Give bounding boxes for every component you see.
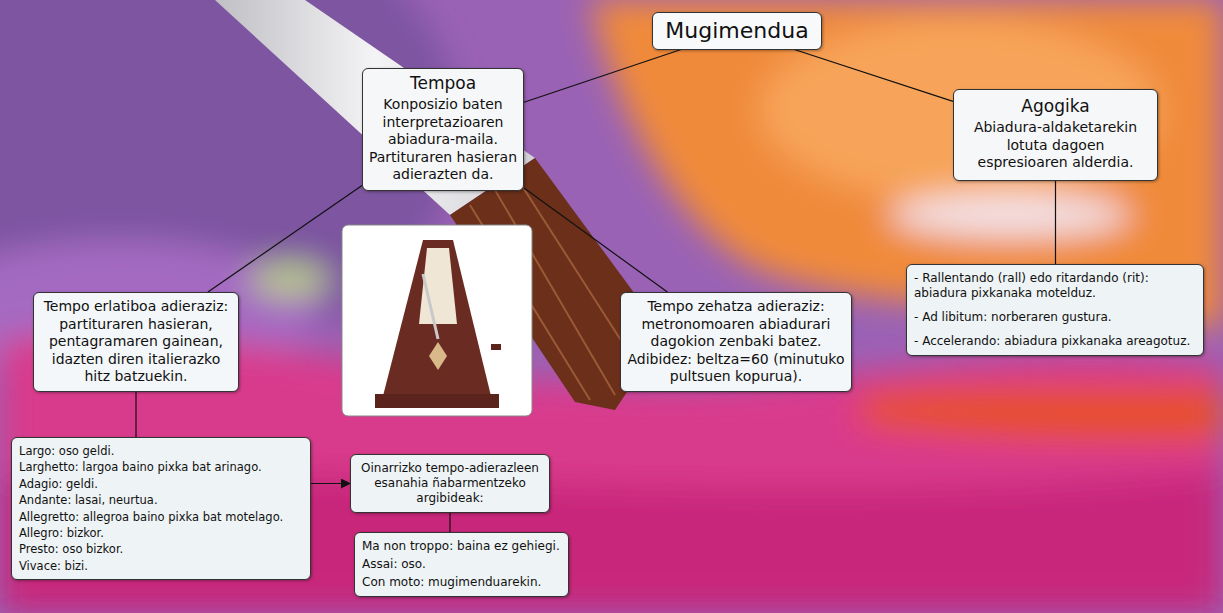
metronome-body bbox=[383, 240, 491, 396]
metronome-emblem bbox=[429, 342, 447, 370]
white-streak bbox=[890, 193, 1130, 237]
list-box: - Rallentando (rall) edo ritardando (rit… bbox=[906, 264, 1204, 356]
concept-box: TempoaKonposizio baten interpretazioaren… bbox=[362, 68, 524, 191]
concept-box: AgogikaAbiadura-aldaketarekin lotuta dag… bbox=[953, 89, 1158, 181]
box-text: Larghetto: largoa baino pixka bat arinag… bbox=[19, 460, 303, 474]
connector-line bbox=[1055, 181, 1056, 264]
box-heading: Agogika bbox=[960, 96, 1151, 117]
connector-line bbox=[135, 392, 136, 438]
box-text: - Rallentando (rall) edo ritardando (rit… bbox=[914, 271, 1196, 301]
box-text: Konposizio baten interpretazioaren abiad… bbox=[368, 96, 518, 184]
definition-box: Tempo zehatza adieraziz: metronomoaren a… bbox=[620, 292, 852, 392]
metronome-base bbox=[375, 394, 499, 408]
metronome-picture bbox=[341, 224, 533, 417]
connector-line bbox=[524, 188, 667, 292]
box-text: Assai: oso. bbox=[362, 557, 561, 572]
box-text: Adibidez: beltza=60 (minutuko pultsuen k… bbox=[626, 351, 846, 386]
connector-line bbox=[449, 513, 450, 532]
box-text: Largo: oso geldi. bbox=[19, 444, 303, 458]
root-box: Mugimendua bbox=[652, 12, 822, 50]
connector-line bbox=[794, 50, 953, 102]
note-box: Oinarrizko tempo-adierazleen esanahia ña… bbox=[350, 454, 550, 513]
green-patch bbox=[250, 262, 330, 298]
metronome-pendulum bbox=[423, 274, 438, 339]
box-text: Abiadura-aldaketarekin lotuta dagoen esp… bbox=[960, 119, 1151, 172]
picture-frame bbox=[342, 225, 532, 416]
box-text: Ma non troppo: baina ez gehiegi. bbox=[362, 539, 561, 554]
box-text: Mugimendua bbox=[659, 17, 815, 45]
box-text: Tempo erlatiboa adieraziz: partituraren … bbox=[40, 298, 232, 386]
connector-line bbox=[524, 50, 681, 103]
box-text: Allegretto: allegroa baino pixka bat mot… bbox=[19, 510, 303, 524]
definition-box: Tempo erlatiboa adieraziz: partituraren … bbox=[33, 292, 239, 392]
box-heading: Tempoa bbox=[368, 73, 518, 94]
box-text: Allegro: bizkor. bbox=[19, 526, 303, 540]
list-box: Largo: oso geldi. Larghetto: largoa baino… bbox=[11, 437, 311, 580]
box-text: Vivace: bizi. bbox=[19, 559, 303, 573]
box-text: - Ad libitum: norberaren gustura. bbox=[914, 310, 1196, 325]
metronome-key bbox=[491, 344, 501, 350]
list-box: Ma non troppo: baina ez gehiegi. Assai: o… bbox=[354, 532, 569, 597]
box-text: Adagio: geldi. bbox=[19, 477, 303, 491]
box-text: - Accelerando: abiadura pixkanaka areago… bbox=[914, 334, 1196, 349]
connector-line bbox=[208, 185, 362, 292]
box-text: Oinarrizko tempo-adierazleen esanahia ña… bbox=[357, 461, 543, 506]
connector-line bbox=[311, 483, 350, 484]
box-text: Presto: oso bizkor. bbox=[19, 542, 303, 556]
box-text: Andante: lasai, neurtua. bbox=[19, 493, 303, 507]
box-text: Tempo zehatza adieraziz: metronomoaren a… bbox=[626, 298, 846, 351]
box-text: Con moto: mugimenduarekin. bbox=[362, 575, 561, 590]
brush-handle bbox=[215, 0, 535, 215]
red-orange-streak bbox=[860, 385, 1223, 442]
